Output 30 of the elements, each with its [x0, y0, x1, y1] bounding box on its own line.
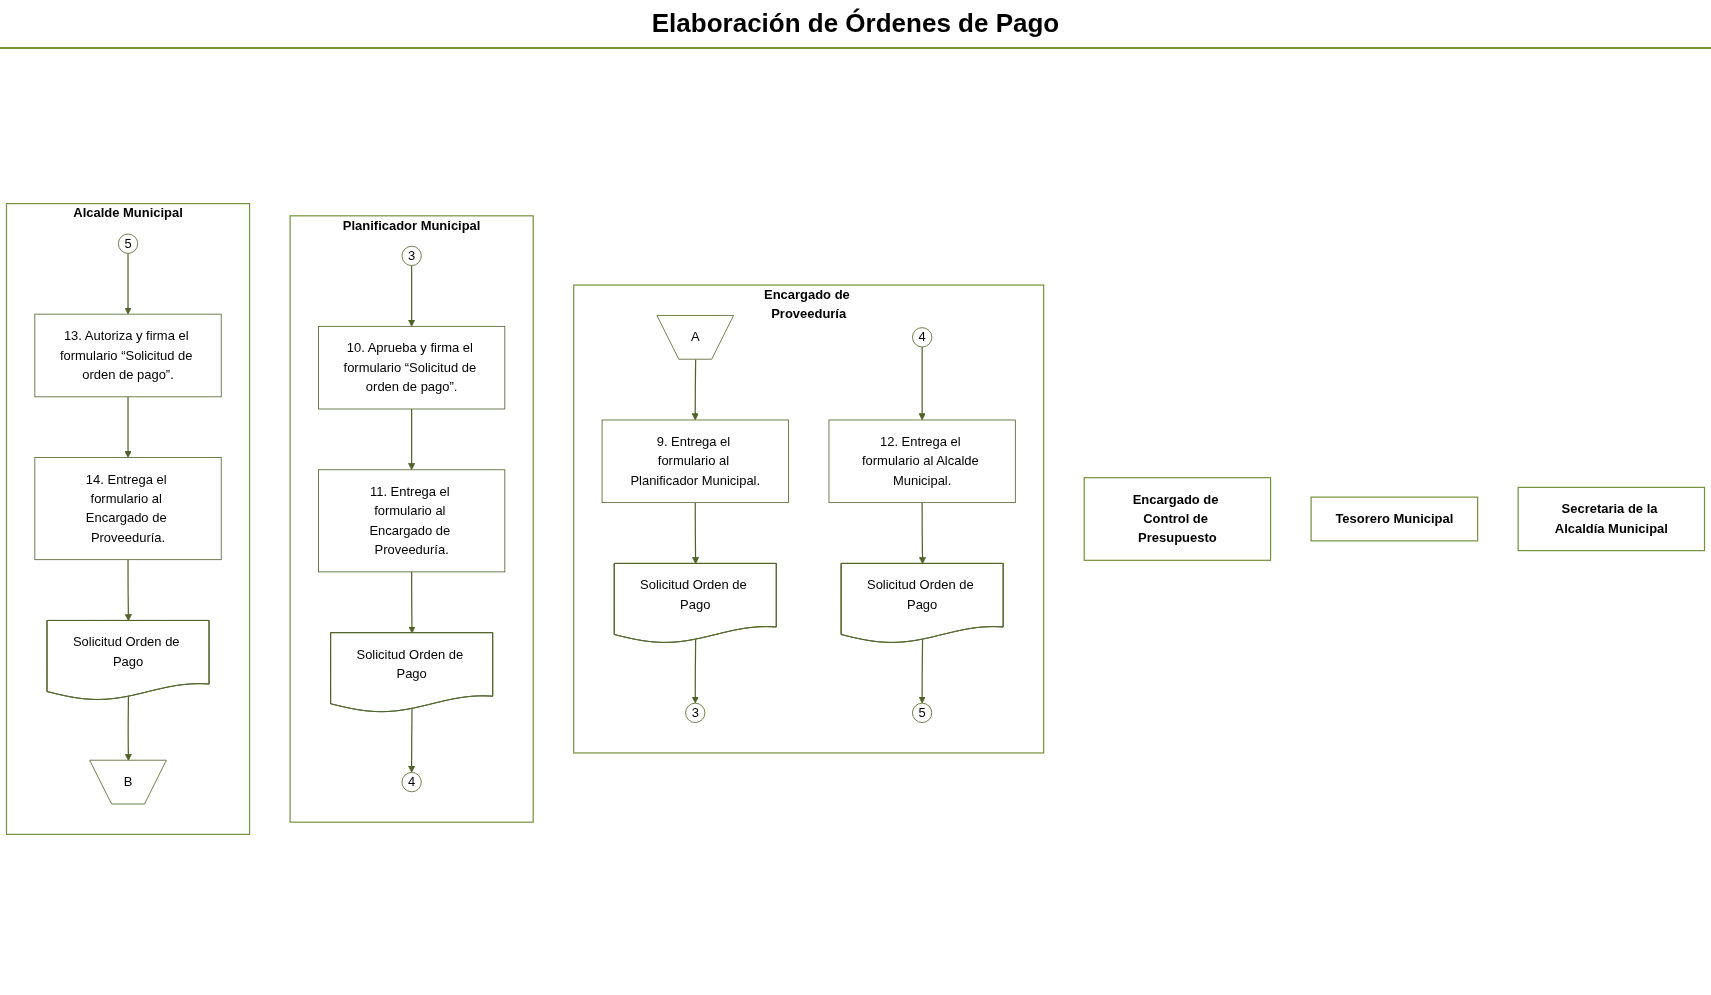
node-circle: 4	[912, 327, 933, 348]
arrow	[692, 502, 700, 565]
node-box: 9. Entrega el formulario al Planificador Municipal.	[601, 419, 789, 504]
node-box: Secretaria de la Alcaldía Municipal	[1517, 486, 1706, 552]
diagram-title: Elaboración de Órdenes de Pago	[0, 0, 1711, 49]
arrow	[408, 708, 416, 773]
node-circle: 3	[401, 245, 422, 266]
node-box: 12. Entrega el formulario al Alcalde Municipal.	[828, 419, 1016, 504]
node-circle: 4	[401, 772, 422, 793]
arrow	[124, 696, 132, 761]
node-box: 11. Entrega el formulario al Encargado de Proveeduría.	[318, 469, 506, 573]
node-circle: 5	[912, 702, 933, 723]
node-box: Tesorero Municipal	[1310, 496, 1479, 542]
arrow	[918, 638, 926, 704]
arrow	[408, 408, 416, 471]
node-box: Encargado de Control de Presupuesto	[1083, 477, 1272, 561]
node-box: 13. Autoriza y firma el formulario “Solicitud de orden de pago”.	[34, 313, 222, 398]
arrow	[408, 264, 416, 327]
arrow	[918, 346, 926, 421]
node-box: 10. Aprueba y firma el formulario “Solicitud de orden de pago”.	[318, 325, 506, 410]
arrow	[124, 252, 132, 315]
arrow	[691, 638, 699, 704]
arrow	[918, 502, 927, 565]
arrow	[691, 359, 699, 421]
arrow	[124, 559, 132, 622]
arrow	[124, 396, 132, 458]
node-circle: 5	[117, 233, 139, 254]
arrow	[408, 571, 416, 634]
node-circle: 3	[685, 702, 706, 723]
node-box: 14. Entrega el formulario al Encargado de Proveeduría.	[34, 457, 222, 561]
